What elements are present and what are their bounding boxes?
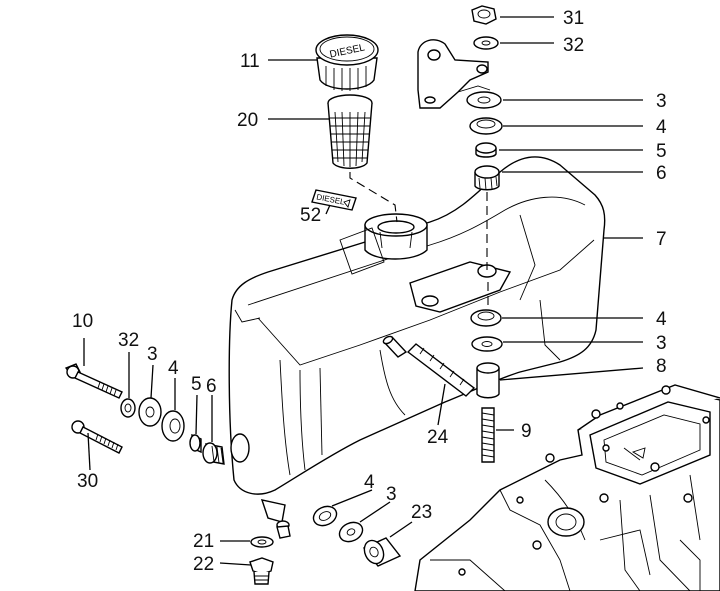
callout-32-top: 32: [563, 35, 584, 56]
leader-lines: [83, 16, 644, 566]
bolt-30: [71, 420, 123, 454]
fuel-tank: [228, 156, 606, 539]
diesel-decal: DIESEL: [311, 189, 357, 211]
callout-31: 31: [563, 8, 584, 29]
callout-3-left: 3: [147, 344, 158, 365]
callout-30: 30: [77, 471, 98, 492]
callout-24: 24: [427, 427, 449, 448]
tank-bracket: [417, 39, 491, 109]
callout-32-left: 32: [118, 330, 139, 351]
callout-52: 52: [300, 205, 321, 226]
callout-21: 21: [193, 531, 214, 552]
filler-cap: DIESEL: [315, 34, 379, 91]
callout-8: 8: [656, 356, 667, 377]
callout-3-top: 3: [656, 91, 667, 112]
callout-10: 10: [72, 311, 93, 332]
upper-hardware-stack: [466, 5, 503, 191]
callout-4-top: 4: [656, 117, 667, 138]
callout-23: 23: [411, 502, 432, 523]
callout-3-mid: 3: [656, 333, 667, 354]
bottom-hardware: [249, 505, 402, 585]
vent-hose: [382, 335, 476, 397]
callout-4-mid: 4: [656, 309, 667, 330]
callout-9: 9: [521, 421, 532, 442]
bolt-10: [64, 363, 123, 399]
callout-5-top: 5: [656, 141, 667, 162]
callout-6-left: 6: [206, 376, 217, 397]
engine-block: [414, 384, 720, 591]
left-hardware-row: [120, 397, 225, 465]
callout-4-left: 4: [168, 358, 179, 379]
lower-hardware-stack: [470, 309, 503, 463]
callout-6-top: 6: [656, 163, 667, 184]
callout-7: 7: [656, 229, 667, 250]
callout-22: 22: [193, 554, 214, 575]
callout-20: 20: [237, 110, 258, 131]
callout-5-left: 5: [191, 374, 202, 395]
callout-3-bottom: 3: [386, 484, 397, 505]
strainer: [327, 94, 373, 169]
callout-11: 11: [240, 51, 260, 72]
callout-labels: 31 32 3 4 5 6 7 4 3 8 9 11 20 52 24 10 3…: [72, 8, 667, 575]
callout-4-bottom: 4: [364, 472, 375, 493]
